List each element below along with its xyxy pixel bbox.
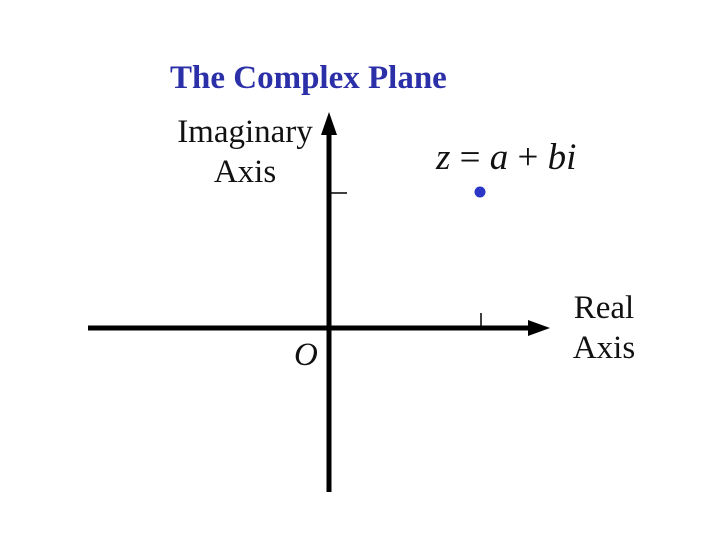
equation-b: b bbox=[547, 137, 567, 178]
equation-z: z bbox=[436, 137, 451, 178]
equation-a: a bbox=[489, 137, 509, 178]
equation-equals: = bbox=[450, 137, 490, 178]
imaginary-axis-label-line-1: Imaginary bbox=[177, 114, 313, 150]
real-axis-label-line-1: Real bbox=[573, 290, 635, 326]
real-axis-label: Real Axis bbox=[563, 288, 645, 368]
real-axis-label-line-2: Axis bbox=[572, 330, 636, 366]
slide-title: The Complex Plane bbox=[170, 60, 447, 96]
point-equation: z = a + bi bbox=[436, 136, 576, 179]
equation-i: i bbox=[566, 137, 577, 178]
imaginary-axis-label-line-2: Axis bbox=[213, 154, 277, 190]
imaginary-axis-arrowhead bbox=[321, 112, 337, 135]
equation-plus: + bbox=[508, 137, 548, 178]
imaginary-axis-label: Imaginary Axis bbox=[170, 112, 320, 192]
point-z-marker bbox=[474, 186, 486, 198]
real-axis-arrowhead bbox=[528, 320, 550, 336]
origin-label: O bbox=[294, 337, 318, 373]
